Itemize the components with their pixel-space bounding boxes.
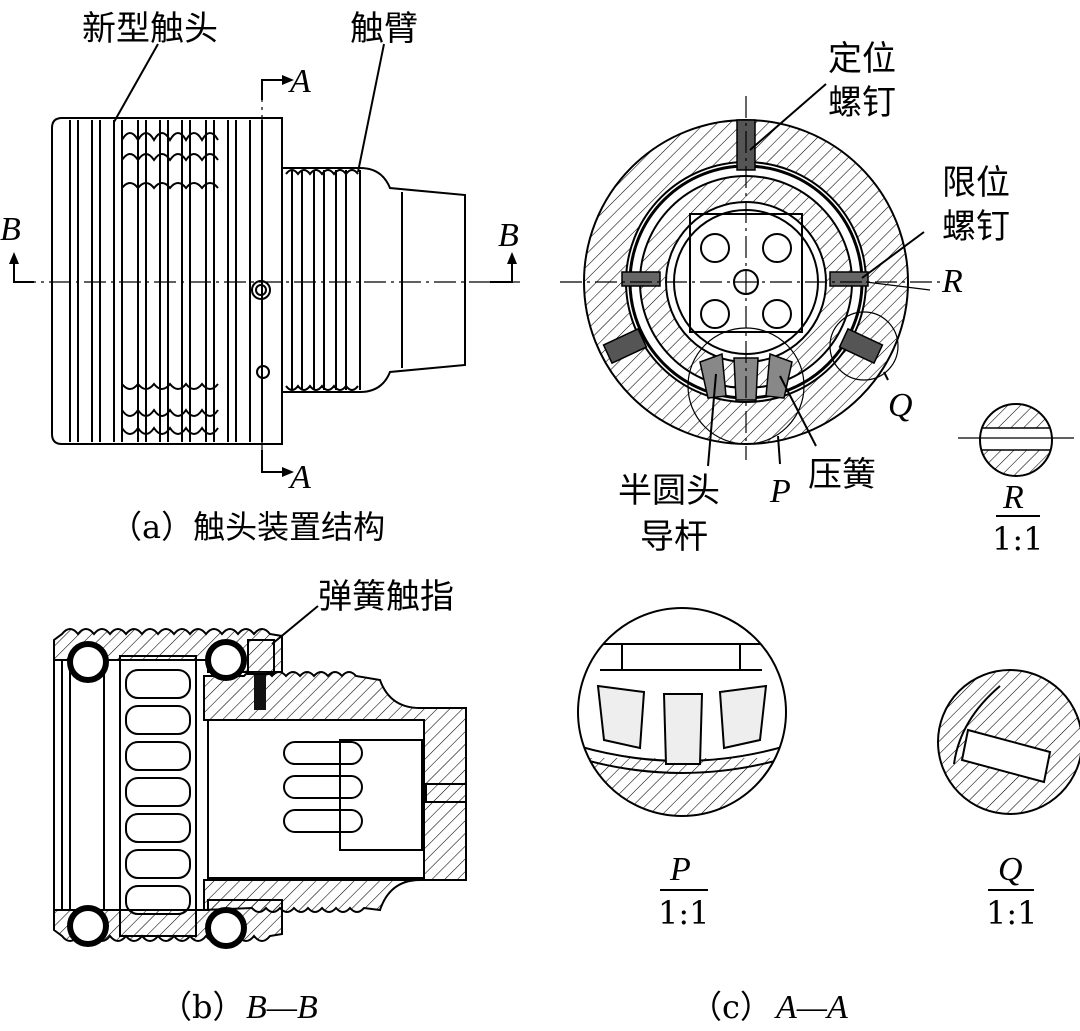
label-new-contact: 新型触头	[82, 9, 218, 49]
detail-letter-p: P	[769, 473, 791, 510]
panel-b-section-bb: 弹簧触指 （b） B—B	[53, 577, 467, 1026]
section-letter-a-bottom: A	[288, 459, 311, 496]
caption-c-section: A—A	[774, 989, 848, 1026]
caption-b-section: B—B	[246, 989, 318, 1026]
caption-b-prefix: （b）	[160, 988, 245, 1026]
section-letter-b-right: B	[498, 217, 519, 254]
detail-q-label: Q	[998, 851, 1023, 888]
label-limit-screw-2: 螺钉	[942, 207, 1010, 247]
label-half-round-1: 半圆头	[618, 471, 720, 511]
section-letter-a-top: A	[288, 63, 311, 100]
label-half-round-2: 导杆	[640, 517, 708, 557]
label-limit-screw-1: 限位	[942, 163, 1010, 203]
detail-letter-q: Q	[888, 387, 913, 424]
detail-r-scale: 1:1	[992, 520, 1044, 558]
label-positioning-screw-1: 定位	[828, 39, 896, 79]
detail-q-scale: 1:1	[986, 894, 1038, 932]
section-letter-b-left: B	[0, 211, 21, 248]
label-positioning-screw-2: 螺钉	[828, 83, 896, 123]
panel-a-contact-assembly: A A B B 新型触头 触臂 （a）触头装置结构	[0, 9, 520, 546]
caption-c-prefix: （c）	[690, 988, 772, 1026]
label-spring: 压簧	[808, 455, 876, 495]
detail-p-scale: 1:1	[658, 894, 710, 932]
detail-r-label: R	[1002, 479, 1024, 516]
detail-letter-r: R	[941, 263, 963, 300]
panel-c-section-aa: 定位 螺钉 限位 螺钉 R Q P 半圆头 导杆 压簧 R 1:1 P	[560, 39, 1080, 1026]
label-spring-finger: 弹簧触指	[318, 577, 454, 617]
label-contact-arm: 触臂	[350, 9, 418, 49]
caption-a: （a）触头装置结构	[110, 508, 385, 546]
detail-p-label: P	[669, 851, 691, 888]
